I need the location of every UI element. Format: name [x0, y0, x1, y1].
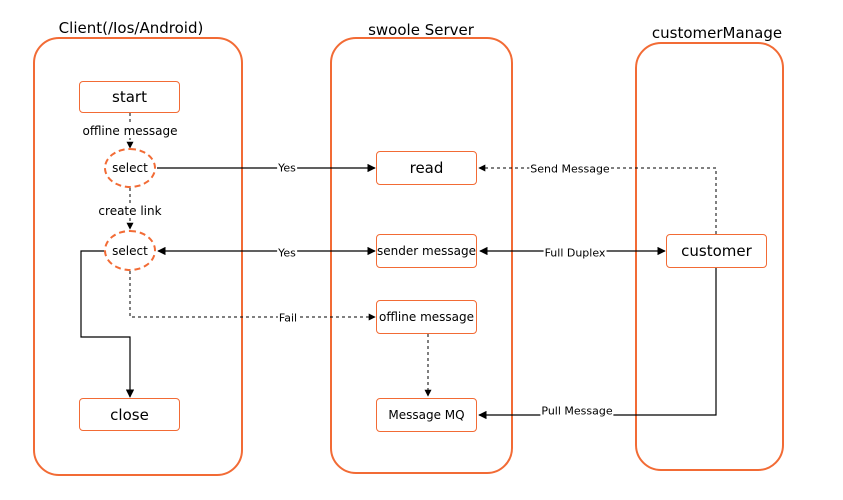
edge-customer-to-read [478, 164, 717, 234]
edge-select2-to-close [80, 250, 135, 398]
node-close: close [79, 398, 180, 431]
lane-client [33, 37, 243, 476]
edge-label-create-link: create link [97, 204, 163, 218]
edge-label-full-duplex: Full Duplex [543, 246, 607, 260]
node-customer: customer [666, 234, 767, 268]
edge-label-send-message: Send Message [529, 162, 611, 176]
edge-customer-to-mq [478, 268, 717, 420]
edge-label-offline-message: offline message [81, 124, 179, 138]
edge-label-yes-read: Yes [277, 161, 297, 175]
node-offline-message: offline message [376, 300, 477, 334]
lane-title-client: Client(/Ios/Android) [58, 19, 204, 37]
node-sender-message: sender message [376, 234, 477, 268]
lane-title-customer-manage: customerManage [651, 24, 783, 42]
lane-customer-manage [635, 42, 784, 471]
lane-title-server: swoole Server [368, 21, 474, 39]
edge-select2-to-offline [129, 271, 376, 321]
edge-label-yes-sender: Yes [277, 246, 297, 260]
edge-label-pull-message: Pull Message [540, 404, 614, 418]
node-select-link: select [104, 230, 156, 271]
node-start: start [79, 81, 180, 113]
lane-server [330, 37, 513, 474]
node-message-mq: Message MQ [376, 398, 477, 432]
node-read: read [376, 151, 477, 185]
edge-label-fail: Fail [277, 311, 299, 325]
node-select-offline: select [104, 148, 156, 188]
